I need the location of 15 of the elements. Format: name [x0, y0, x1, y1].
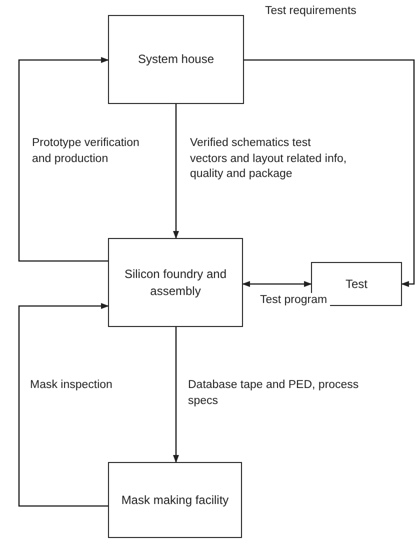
- box-label: Test: [345, 276, 368, 292]
- box-label: Mask making facility: [121, 492, 229, 508]
- process-box: [108, 238, 243, 327]
- arrow: [173, 104, 179, 239]
- process-box: [108, 15, 244, 104]
- arrow: [242, 281, 312, 287]
- edge-label: Test program: [260, 293, 330, 309]
- arrow: [173, 327, 179, 463]
- box-label: Silicon foundry and assembly: [123, 266, 228, 299]
- arrow: [244, 59, 415, 287]
- arrow: [18, 57, 109, 262]
- arrow: [18, 303, 109, 507]
- process-box: [108, 462, 242, 538]
- box-label: System house: [138, 51, 214, 68]
- edge-label: Prototype verification and production: [32, 136, 142, 168]
